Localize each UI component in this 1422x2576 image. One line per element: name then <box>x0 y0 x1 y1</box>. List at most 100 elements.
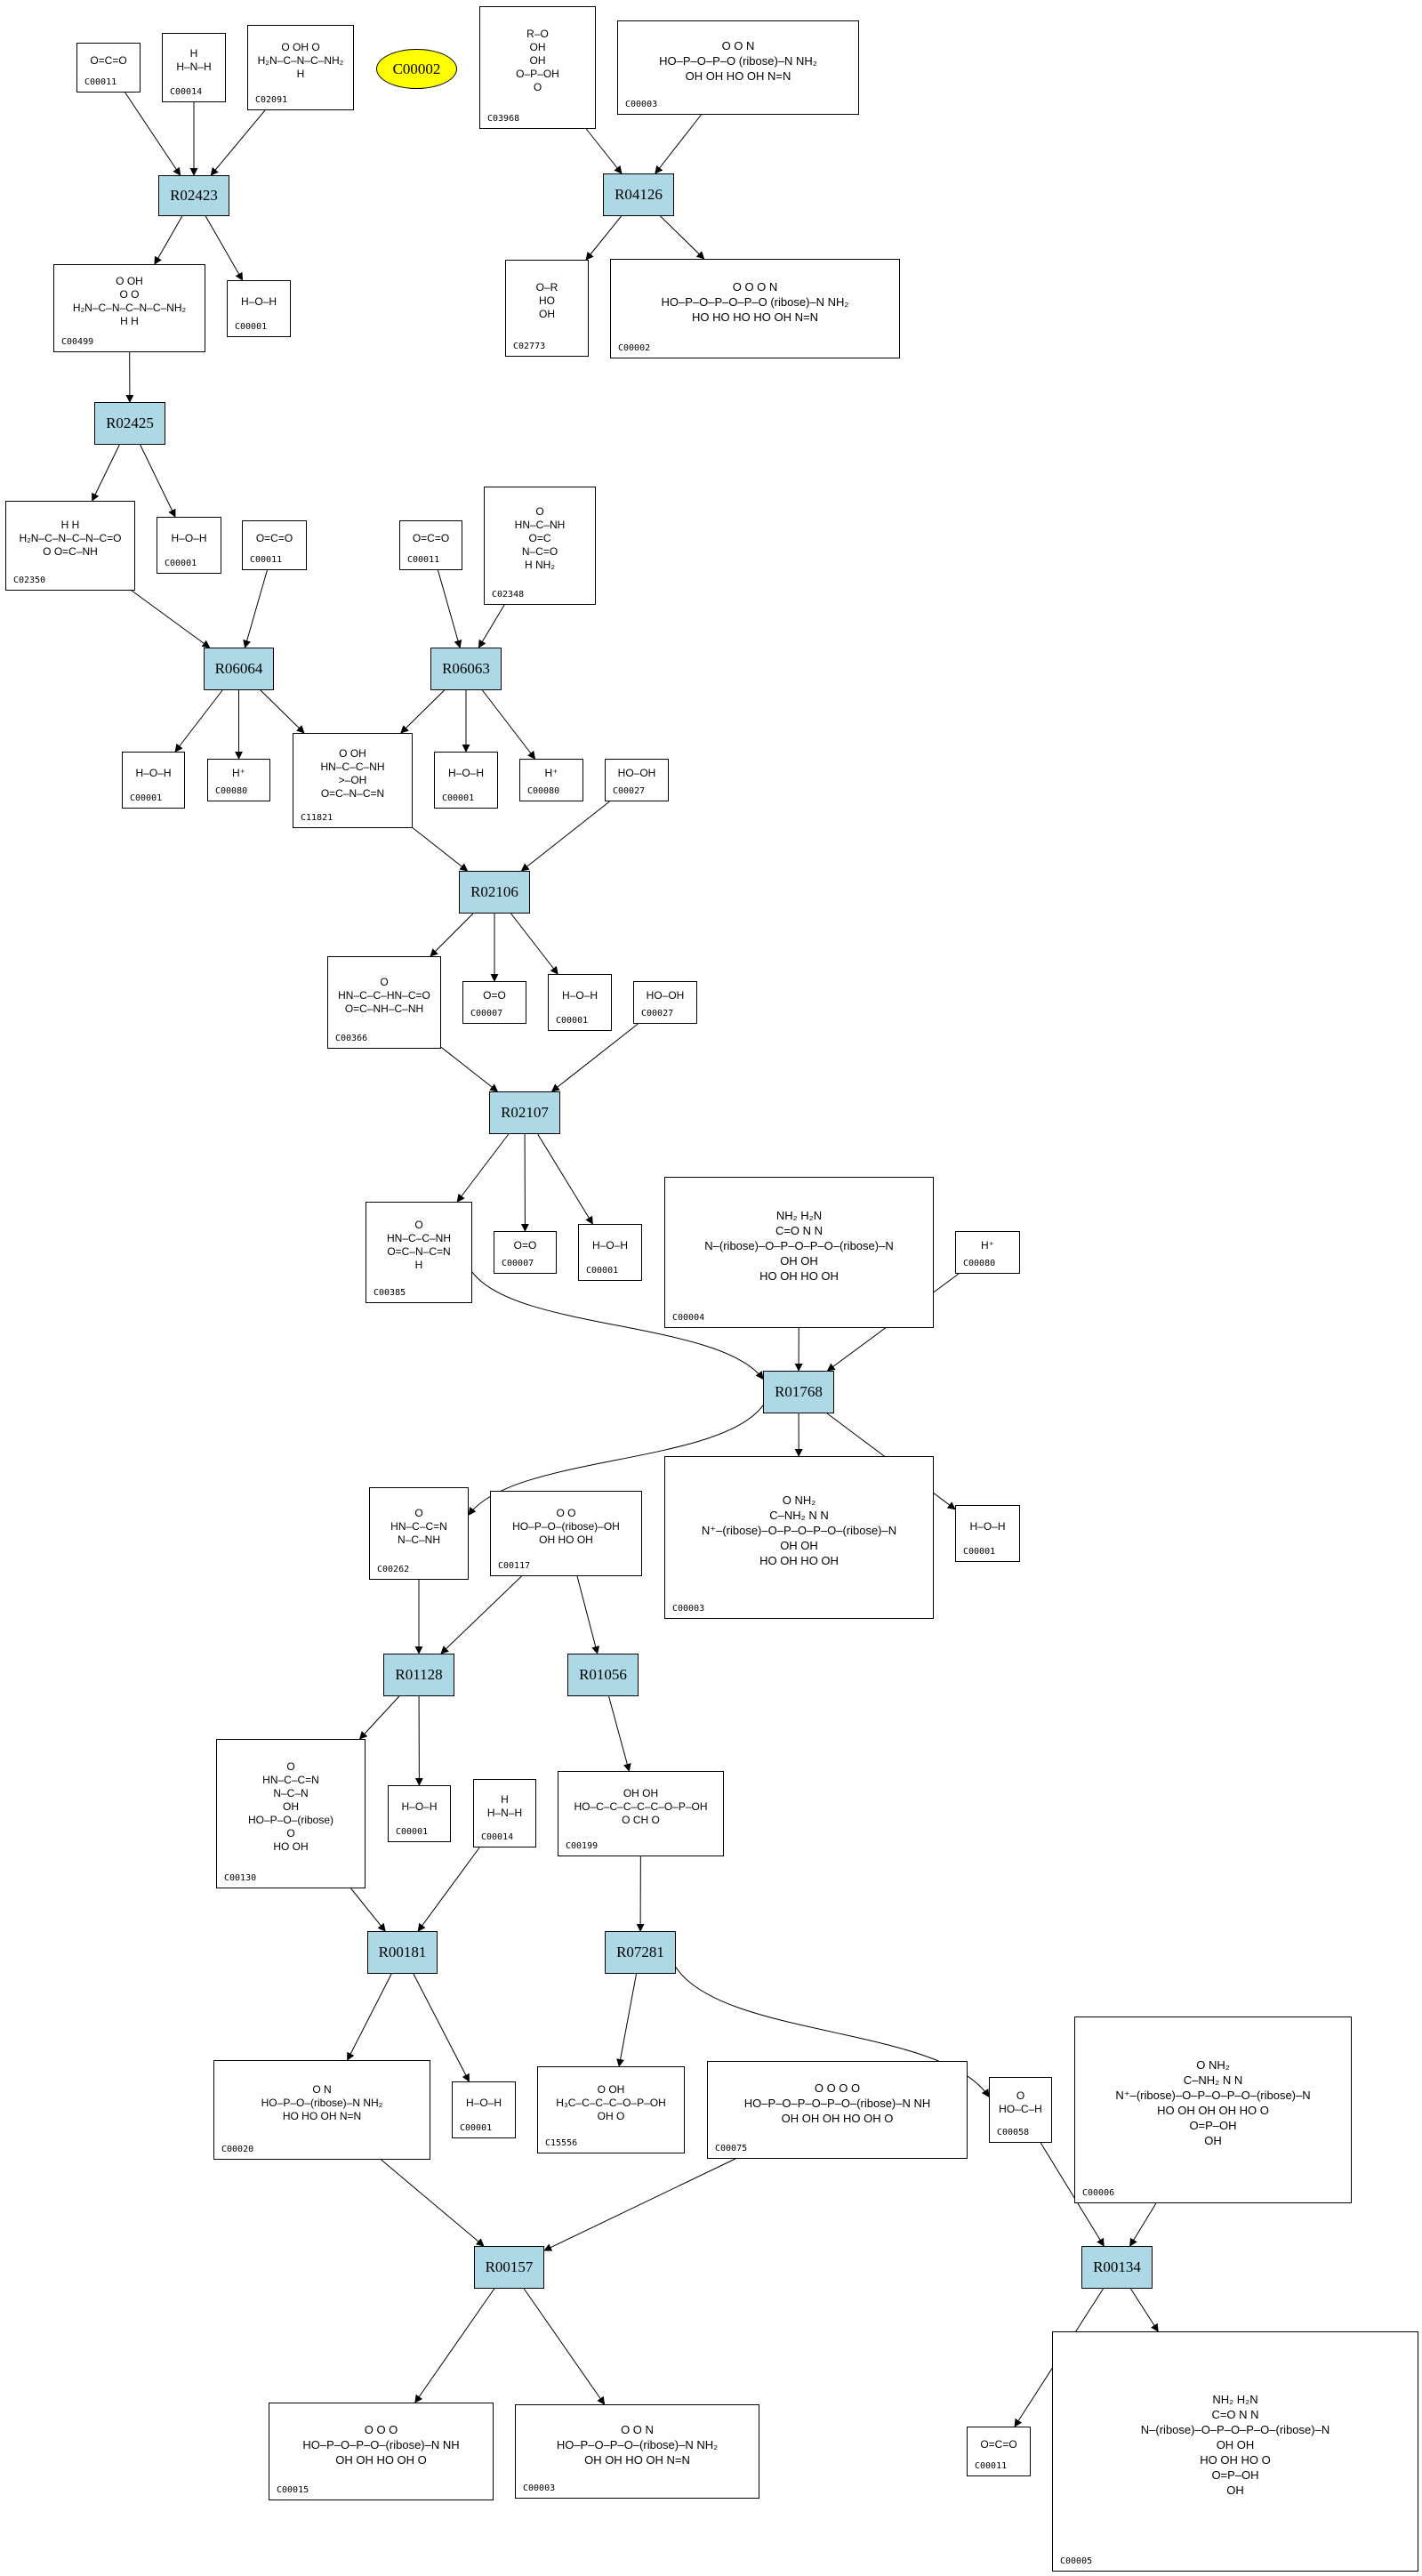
compound-id-label: C00003 <box>523 2483 556 2493</box>
structure-line: O <box>535 505 544 518</box>
compound-id-label: C00001 <box>460 2123 493 2133</box>
compound-id-label: C00002 <box>618 343 651 353</box>
reaction-node-r01768[interactable]: R01768 <box>763 1371 834 1413</box>
structure-line: OH <box>283 1799 299 1813</box>
structure-line: O N <box>312 2082 332 2096</box>
structure-line: H–O–H <box>401 1799 438 1813</box>
structure-drawing: H⁺ <box>213 765 264 781</box>
structure-line: H–O–H <box>240 294 277 308</box>
structure-line: HO–P–O–(ribose)–OH <box>512 1519 620 1533</box>
structure-line: H <box>501 1792 509 1806</box>
reaction-node-r00181[interactable]: R00181 <box>367 1931 438 1974</box>
compound-node-c00080[interactable]: H⁺C00080 <box>519 759 583 801</box>
reaction-node-r01128[interactable]: R01128 <box>383 1654 454 1696</box>
reaction-node-r07281[interactable]: R07281 <box>605 1931 676 1974</box>
reaction-node-r02425[interactable]: R02425 <box>94 402 165 445</box>
structure-line: HO–P–O–P–O–P–O–(ribose)–N NH <box>743 2096 931 2110</box>
compound-id-label: C00001 <box>130 793 163 803</box>
structure-line: O OH <box>339 746 366 760</box>
structure-drawing: O=C=O <box>406 527 456 550</box>
reaction-node-r06064[interactable]: R06064 <box>204 648 274 690</box>
structure-line: O OH O <box>281 40 320 53</box>
reaction-node-r02423[interactable]: R02423 <box>158 175 229 216</box>
structure-line: O O N <box>621 2422 654 2436</box>
compound-node-c00080[interactable]: H⁺C00080 <box>207 759 270 801</box>
structure-line: H–O–H <box>171 531 207 544</box>
structure-line: O O O O <box>814 2081 861 2095</box>
reaction-node-r01056[interactable]: R01056 <box>567 1654 639 1696</box>
reaction-node-r06063[interactable]: R06063 <box>430 648 502 690</box>
reaction-node-r00134[interactable]: R00134 <box>1081 2246 1153 2289</box>
structure-line: NH₂ H₂N <box>775 1208 823 1222</box>
structure-line: H H <box>120 314 139 327</box>
structure-line: OH O <box>597 2109 625 2122</box>
compound-node-c00080[interactable]: H⁺C00080 <box>955 1231 1020 1274</box>
structure-line: O O O N <box>732 279 778 294</box>
edge-r02107-to-c00001f <box>537 1133 593 1225</box>
reaction-label: R04126 <box>615 186 663 203</box>
target-compound-node[interactable]: C00002 <box>376 49 457 89</box>
compound-id-label: C00020 <box>221 2145 254 2154</box>
structure-line: C–NH₂ N N <box>769 1509 829 1522</box>
edge-r06063-to-c00080b <box>482 689 536 760</box>
reaction-node-r04126[interactable]: R04126 <box>603 173 674 216</box>
structure-line: HO <box>539 294 555 307</box>
compound-id-label: C00011 <box>84 77 117 87</box>
reaction-node-r02107[interactable]: R02107 <box>489 1091 560 1134</box>
structure-line: >–OH <box>338 773 367 786</box>
reaction-node-r02106[interactable]: R02106 <box>459 871 530 914</box>
edge-r02423-to-c00499 <box>154 215 183 265</box>
reaction-node-r00157[interactable]: R00157 <box>474 2246 544 2289</box>
